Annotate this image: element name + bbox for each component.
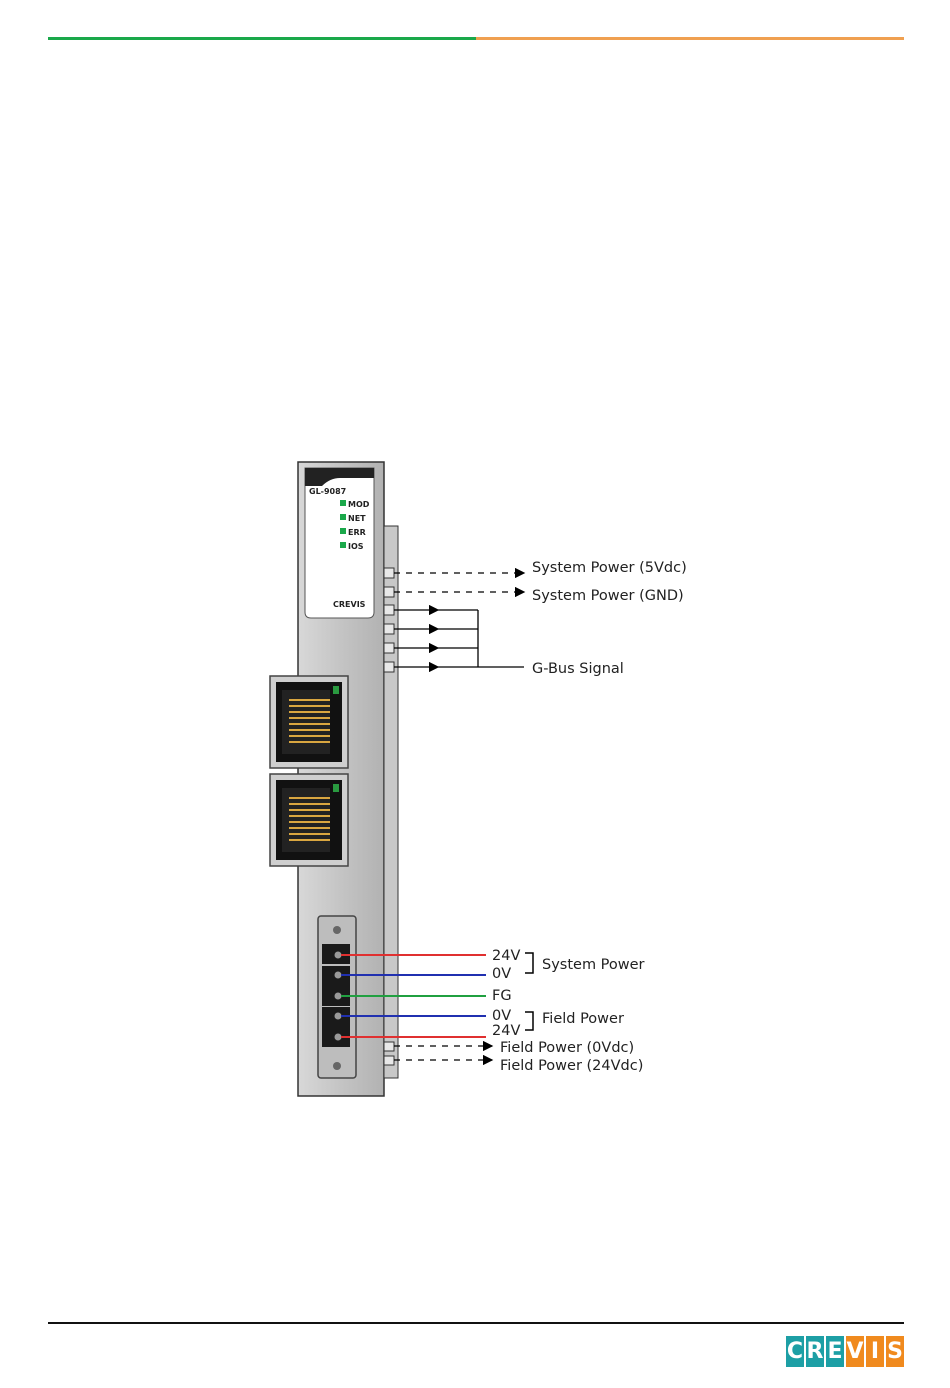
- label-system-power-5v: System Power (5Vdc): [532, 560, 687, 576]
- system-power-arrows: [394, 573, 524, 592]
- label-terminal-0v-top: 0V: [492, 966, 511, 982]
- gbus-signal-lines: [394, 610, 524, 667]
- label-field-power-group: Field Power: [542, 1011, 624, 1027]
- logo-letter: V: [846, 1336, 866, 1367]
- led-mod-label: MOD: [348, 500, 370, 509]
- group-brackets: [525, 953, 533, 1030]
- led-net-indicator: [340, 514, 346, 520]
- label-system-power-gnd: System Power (GND): [532, 588, 684, 604]
- model-number: GL-9087: [309, 487, 346, 496]
- logo-letter: C: [786, 1336, 806, 1367]
- led-ios-indicator: [340, 542, 346, 548]
- label-panel: GL-9087 MOD NET ERR IOS CREVIS: [305, 468, 374, 618]
- led-ios-label: IOS: [348, 542, 364, 551]
- logo-letter: S: [886, 1336, 904, 1367]
- label-terminal-0v-bottom: 0V: [492, 1008, 511, 1024]
- logo-letter: I: [866, 1336, 886, 1367]
- label-field-power-0v: Field Power (0Vdc): [500, 1040, 634, 1056]
- panel-brand: CREVIS: [333, 600, 366, 609]
- label-field-power-24v: Field Power (24Vdc): [500, 1058, 643, 1074]
- ethernet-port-1: [270, 676, 348, 768]
- led-err-label: ERR: [348, 528, 366, 537]
- field-power-arrows: [394, 1046, 492, 1060]
- led-mod-indicator: [340, 500, 346, 506]
- crevis-logo: C R E V I S: [786, 1336, 904, 1367]
- ethernet-port-2: [270, 774, 348, 866]
- label-terminal-fg: FG: [492, 988, 512, 1004]
- footer-rule: [48, 1322, 904, 1324]
- label-terminal-24v-bottom: 24V: [492, 1023, 520, 1039]
- label-gbus-signal: G-Bus Signal: [532, 661, 624, 677]
- label-terminal-24v-top: 24V: [492, 948, 520, 964]
- led-net-label: NET: [348, 514, 366, 523]
- logo-letter: R: [806, 1336, 826, 1367]
- led-err-indicator: [340, 528, 346, 534]
- label-system-power-group: System Power: [542, 957, 645, 973]
- logo-letter: E: [826, 1336, 846, 1367]
